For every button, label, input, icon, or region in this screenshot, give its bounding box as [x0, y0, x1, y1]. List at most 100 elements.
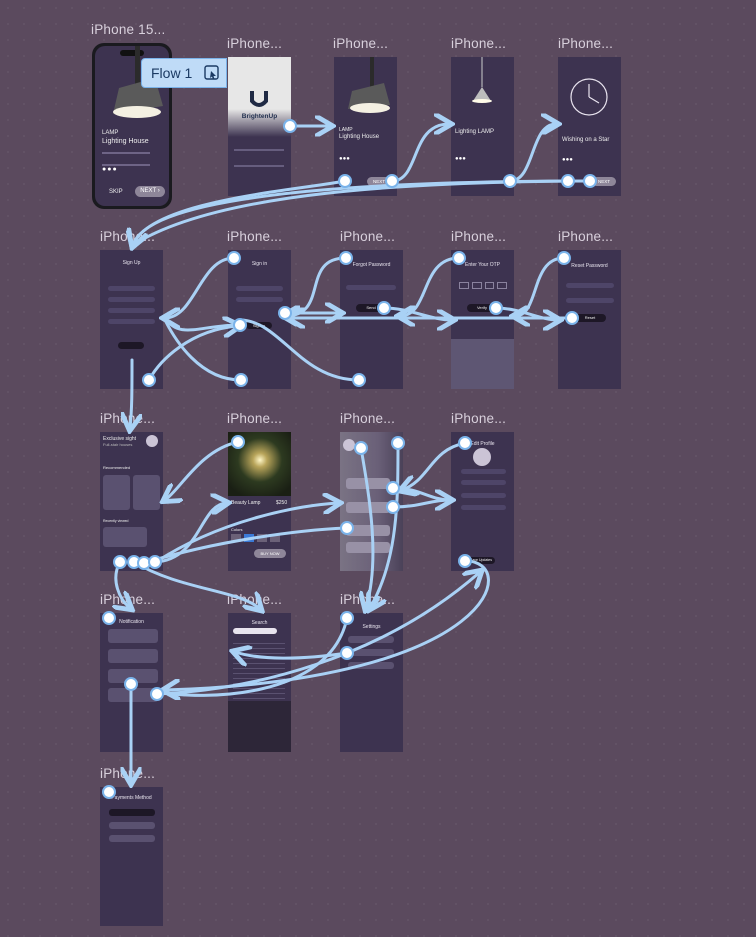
connection-handle[interactable] — [102, 785, 116, 799]
notification-item[interactable] — [108, 688, 158, 702]
next-button[interactable]: NEXT › — [135, 186, 165, 197]
frame-label[interactable]: iPhone... — [451, 229, 507, 244]
onboarding-frame-4[interactable]: Wishing on a Star ●●● NEXT — [558, 57, 621, 196]
connection-handle[interactable] — [458, 436, 472, 450]
connection-handle[interactable] — [278, 306, 292, 320]
confirm-field[interactable] — [108, 319, 155, 324]
connection-handle[interactable] — [124, 677, 138, 691]
new-password-field[interactable] — [566, 283, 614, 288]
connection[interactable] — [235, 652, 349, 658]
confirm-password-field[interactable] — [566, 298, 614, 303]
connection-handle[interactable] — [283, 119, 297, 133]
home-frame[interactable]: Exclusive sight Full-stair houses Recomm… — [100, 432, 163, 571]
connection[interactable] — [158, 616, 349, 697]
profile-field[interactable] — [461, 469, 506, 474]
frame-label[interactable]: iPhone... — [451, 36, 507, 51]
connection[interactable] — [508, 124, 556, 183]
keyboard[interactable] — [228, 701, 291, 752]
connection-handle[interactable] — [458, 554, 472, 568]
connection-handle[interactable] — [338, 174, 352, 188]
flow-start-badge[interactable]: Flow 1 — [141, 58, 227, 88]
connection[interactable] — [133, 179, 347, 245]
next-button[interactable]: NEXT — [367, 177, 391, 186]
settings-item[interactable] — [348, 649, 394, 656]
connection[interactable] — [142, 526, 348, 565]
connection[interactable] — [515, 256, 566, 316]
search-input[interactable] — [233, 628, 277, 634]
connection[interactable] — [153, 503, 226, 564]
connection-handle[interactable] — [233, 318, 247, 332]
connection-handle[interactable] — [377, 301, 391, 315]
profile-field[interactable] — [461, 493, 506, 498]
connection[interactable] — [285, 256, 348, 316]
connection[interactable] — [402, 441, 467, 490]
profile-field[interactable] — [461, 480, 506, 485]
password-field[interactable] — [236, 297, 283, 302]
frame-label[interactable]: iPhone... — [340, 229, 396, 244]
connection[interactable] — [147, 326, 238, 382]
payment-option[interactable] — [109, 835, 155, 842]
connection[interactable] — [163, 318, 243, 382]
connection-handle[interactable] — [150, 687, 164, 701]
frame-label[interactable]: iPhone... — [227, 36, 283, 51]
avatar[interactable] — [343, 439, 355, 451]
connection[interactable] — [370, 441, 400, 608]
buy-now-button[interactable]: BUY NOW — [254, 549, 286, 558]
otp-boxes[interactable] — [459, 282, 507, 289]
notification-item[interactable] — [108, 629, 158, 643]
frame-label[interactable]: iPhone... — [227, 411, 283, 426]
recent-item[interactable] — [103, 527, 147, 547]
connection[interactable] — [390, 124, 449, 183]
connection[interactable] — [382, 306, 452, 320]
connection-handle[interactable] — [352, 373, 366, 387]
connection-handle[interactable] — [102, 611, 116, 625]
connection-handle[interactable] — [489, 301, 503, 315]
connection-handle[interactable] — [340, 521, 354, 535]
frame-label[interactable]: iPhone 15... — [91, 22, 166, 37]
connection-handle[interactable] — [391, 436, 405, 450]
settings-frame[interactable]: Settings — [340, 613, 403, 752]
onboarding-frame-2[interactable]: LAMP Lighting House ●●● NEXT — [334, 57, 397, 196]
connection[interactable] — [400, 256, 461, 316]
sign-up-button[interactable] — [118, 342, 144, 349]
payment-option[interactable] — [109, 822, 155, 829]
profile-field[interactable] — [461, 505, 506, 510]
product-card[interactable] — [103, 475, 130, 510]
connection[interactable] — [238, 318, 361, 382]
avatar[interactable] — [473, 448, 491, 466]
send-button[interactable]: Send — [356, 304, 386, 312]
frame-label[interactable]: iPhone... — [451, 411, 507, 426]
connection[interactable] — [131, 179, 570, 247]
avatar[interactable] — [146, 435, 158, 447]
connection-handle[interactable] — [561, 174, 575, 188]
next-button[interactable]: NEXT — [592, 177, 616, 186]
connection[interactable] — [116, 560, 130, 608]
menu-item[interactable] — [346, 525, 390, 536]
connection-handle[interactable] — [340, 646, 354, 660]
frame-label[interactable]: iPhone... — [227, 229, 283, 244]
edit-profile-frame[interactable]: Edit Profile Save Updates — [451, 432, 514, 571]
connection-handle[interactable] — [386, 481, 400, 495]
email-field[interactable] — [108, 297, 155, 302]
frame-label[interactable]: iPhone... — [558, 36, 614, 51]
connection[interactable] — [154, 503, 338, 564]
connection-handle[interactable] — [386, 500, 400, 514]
connection-handle[interactable] — [340, 611, 354, 625]
connection[interactable] — [132, 560, 260, 609]
splash-frame[interactable]: BrightenUp — [228, 57, 291, 196]
connection-handle[interactable] — [142, 373, 156, 387]
menu-item[interactable] — [346, 542, 390, 553]
settings-item[interactable] — [348, 662, 394, 669]
frame-label[interactable]: iPhone... — [558, 229, 614, 244]
onboarding-frame-3[interactable]: Lighting LAMP ●●● — [451, 57, 514, 196]
connection-handle[interactable] — [234, 373, 248, 387]
save-updates-button[interactable]: Save Updates — [467, 557, 495, 564]
frame-label[interactable]: iPhone... — [333, 36, 389, 51]
connection-handle[interactable] — [452, 251, 466, 265]
connection-handle[interactable] — [113, 555, 127, 569]
connection[interactable] — [361, 446, 373, 608]
reset-button[interactable]: Reset — [574, 314, 606, 322]
connection-handle[interactable] — [148, 555, 162, 569]
menu-item[interactable] — [346, 502, 390, 513]
connection-handle[interactable] — [385, 174, 399, 188]
